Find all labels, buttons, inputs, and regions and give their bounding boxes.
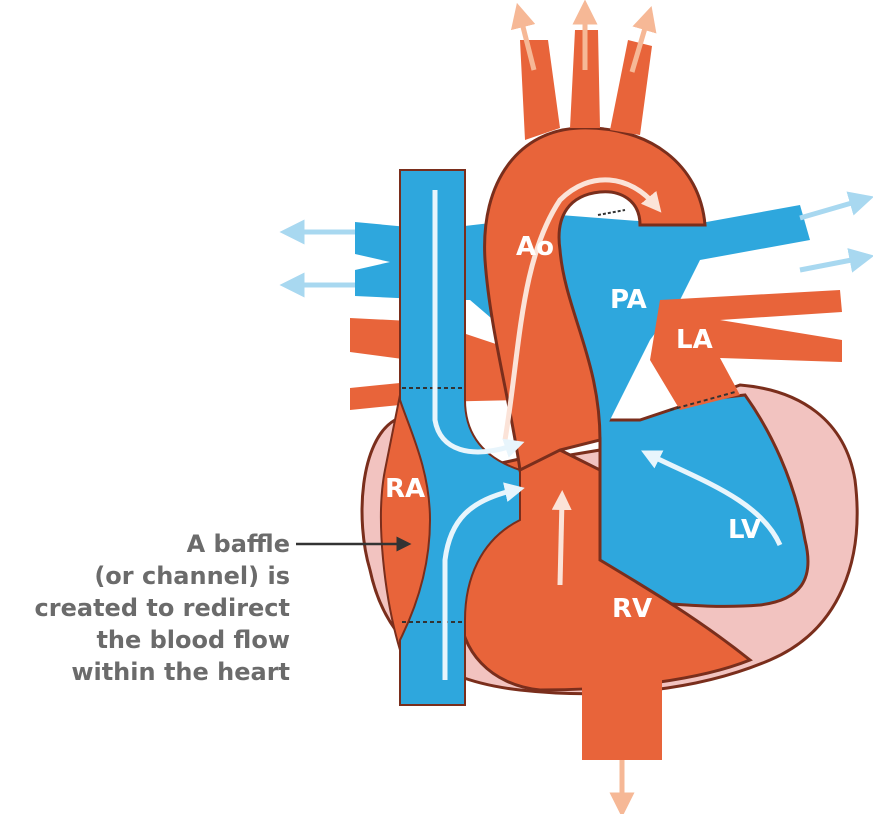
caption-line: (or channel) is <box>10 560 290 592</box>
label-ra: RA <box>385 474 425 504</box>
baffle-caption: A baffle (or channel) is created to redi… <box>10 528 290 688</box>
caption-line: the blood flow <box>10 624 290 656</box>
caption-line: within the heart <box>10 656 290 688</box>
caption-line: created to redirect <box>10 592 290 624</box>
caption-line: A baffle <box>10 528 290 560</box>
descending-vessel <box>582 680 662 760</box>
label-rv: RV <box>612 594 652 624</box>
label-la: LA <box>676 325 713 355</box>
label-pa: PA <box>610 285 647 315</box>
label-ao: Ao <box>516 232 554 262</box>
label-lv: LV <box>728 515 761 545</box>
